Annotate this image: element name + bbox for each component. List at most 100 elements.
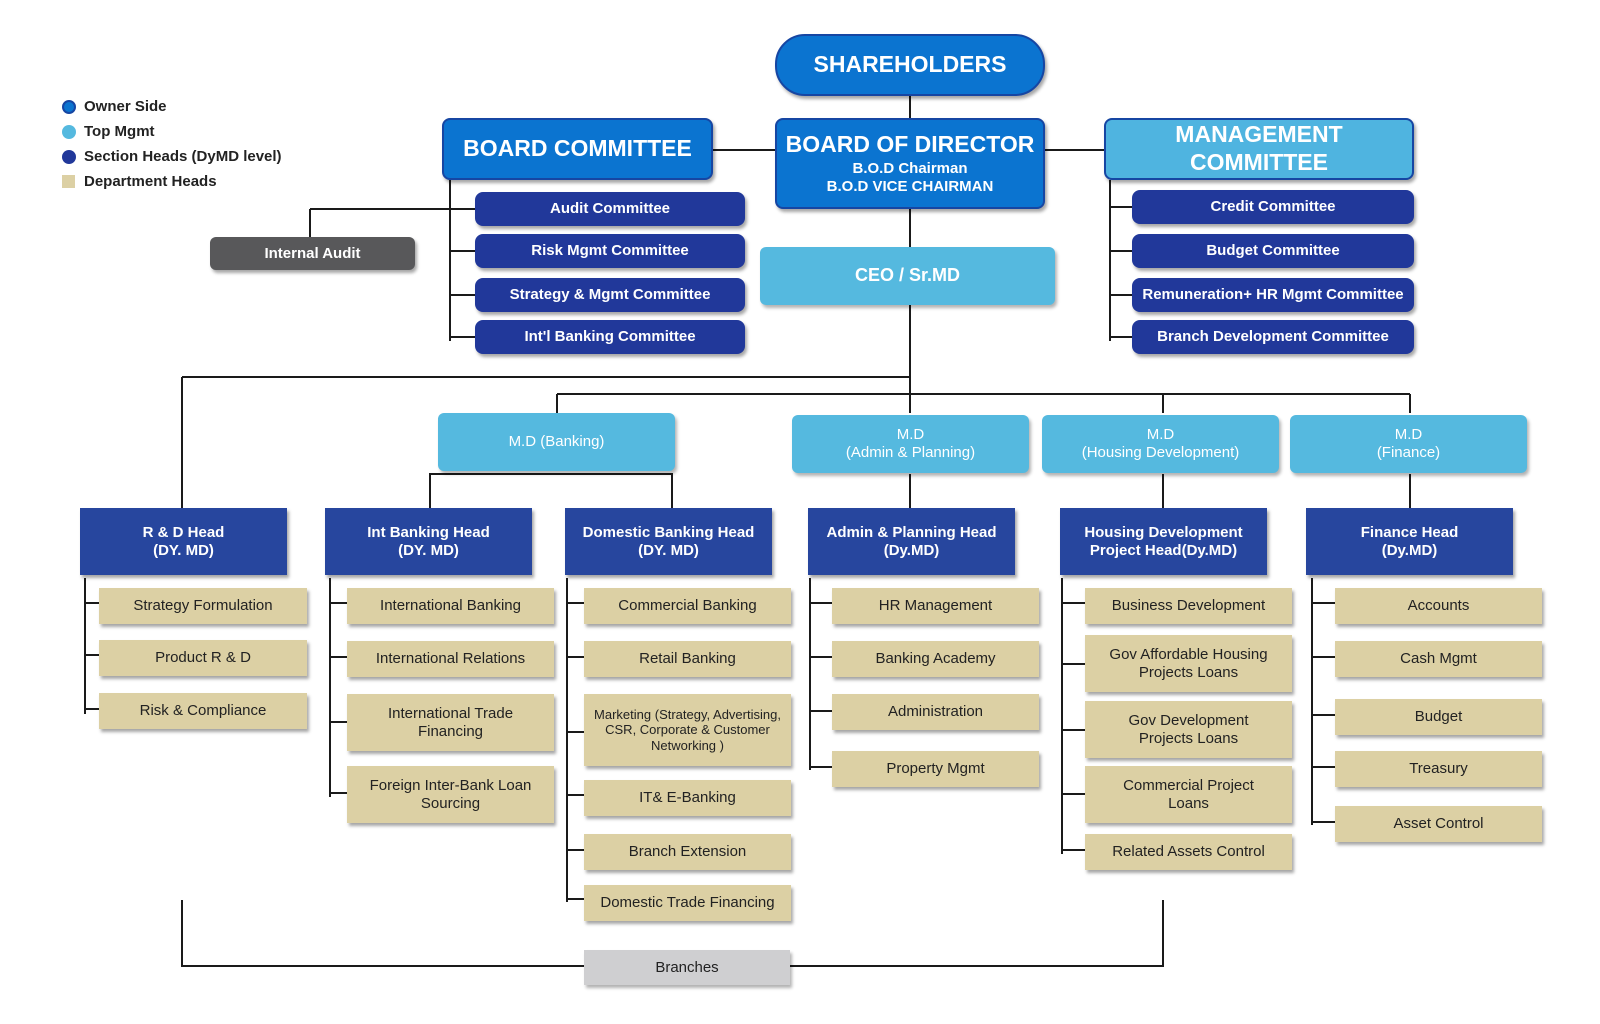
dept-product-rd: Product R & D bbox=[99, 640, 307, 676]
dept-strategy-formulation: Strategy Formulation bbox=[99, 588, 307, 624]
ceo-label: CEO / Sr.MD bbox=[854, 265, 961, 286]
dept-budget: Budget bbox=[1335, 699, 1542, 735]
dept-banking-academy: Banking Academy bbox=[832, 641, 1039, 677]
legend-item-owner-side: Owner Side bbox=[62, 94, 282, 119]
ceo-box: CEO / Sr.MD bbox=[760, 247, 1055, 305]
dept-cash-mgmt: Cash Mgmt bbox=[1335, 641, 1542, 677]
dept-label: Loans bbox=[1168, 794, 1209, 812]
dept-international-banking: International Banking bbox=[347, 588, 554, 624]
md-finance-box: M.D(Finance) bbox=[1290, 415, 1527, 473]
rd-head-box: R & D Head(DY. MD) bbox=[80, 508, 287, 575]
admin-head-label2: (Dy.MD) bbox=[883, 541, 940, 559]
dept-property-mgmt: Property Mgmt bbox=[832, 751, 1039, 787]
audit-committee-label: Audit Committee bbox=[550, 200, 670, 217]
legend: Owner Side Top Mgmt Section Heads (DyMD … bbox=[62, 94, 282, 194]
management-committee-box: MANAGEMENT COMMITTEE bbox=[1104, 118, 1414, 180]
department-heads-swatch-icon bbox=[62, 175, 75, 188]
dept-label: Property Mgmt bbox=[886, 760, 985, 777]
bod-vice-chairman: B.O.D VICE CHAIRMAN bbox=[826, 178, 994, 196]
risk-mgmt-committee-label: Risk Mgmt Committee bbox=[531, 242, 689, 259]
bod-chairman: B.O.D Chairman bbox=[852, 160, 968, 178]
intl-banking-committee-label: Int'l Banking Committee bbox=[524, 328, 696, 345]
domestic-head-label2: (DY. MD) bbox=[638, 541, 699, 559]
legend-label: Section Heads (DyMD level) bbox=[84, 148, 282, 165]
dept-label: Product R & D bbox=[155, 649, 251, 666]
shareholders-box: SHAREHOLDERS bbox=[775, 34, 1045, 96]
md-admin-label1: M.D bbox=[896, 426, 925, 443]
dept-label: Banking Academy bbox=[875, 650, 996, 667]
dept-label: Sourcing bbox=[420, 794, 481, 812]
dept-international-relations: International Relations bbox=[347, 641, 554, 677]
intl-head-box: Int Banking Head(DY. MD) bbox=[325, 508, 532, 575]
dept-retail-banking: Retail Banking bbox=[584, 641, 791, 677]
audit-committee-box: Audit Committee bbox=[475, 192, 745, 226]
rd-head-label1: R & D Head bbox=[142, 523, 225, 541]
dept-label: International Banking bbox=[380, 597, 521, 614]
branch-development-committee-label: Branch Development Committee bbox=[1157, 328, 1389, 345]
branches-box: Branches bbox=[584, 950, 790, 985]
dept-branch-extension: Branch Extension bbox=[584, 834, 791, 870]
intl-banking-committee-box: Int'l Banking Committee bbox=[475, 320, 745, 354]
dept-label: Gov Development bbox=[1128, 711, 1249, 729]
housing-head-label2: Project Head(Dy.MD) bbox=[1089, 541, 1238, 559]
legend-item-department-heads: Department Heads bbox=[62, 169, 282, 194]
md-housing-label2: (Housing Development) bbox=[1081, 444, 1240, 461]
legend-label: Top Mgmt bbox=[84, 123, 155, 140]
dept-label: Commercial Project bbox=[1123, 776, 1254, 794]
dept-label: Strategy Formulation bbox=[133, 597, 273, 614]
dept-business-development: Business Development bbox=[1085, 588, 1292, 624]
dept-label: Business Development bbox=[1111, 597, 1266, 614]
md-admin-box: M.D(Admin & Planning) bbox=[792, 415, 1029, 473]
dept-label: Treasury bbox=[1409, 760, 1468, 777]
legend-item-top-mgmt: Top Mgmt bbox=[62, 119, 282, 144]
dept-label: Commercial Banking bbox=[618, 597, 757, 614]
board-committee-title: BOARD COMMITTEE bbox=[463, 135, 692, 162]
dept-label: Retail Banking bbox=[639, 650, 736, 667]
dept-domestic-trade-financing: Domestic Trade Financing bbox=[584, 885, 791, 921]
dept-label: Marketing (Strategy, Advertising, bbox=[594, 706, 781, 722]
dept-label: IT& E-Banking bbox=[639, 789, 736, 806]
credit-committee-box: Credit Committee bbox=[1132, 190, 1414, 224]
intl-head-label1: Int Banking Head bbox=[367, 523, 490, 541]
intl-head-label2: (DY. MD) bbox=[398, 541, 459, 559]
dept-label: CSR, Corporate & Customer bbox=[605, 722, 770, 738]
dept-commercial-banking: Commercial Banking bbox=[584, 588, 791, 624]
housing-head-label1: Housing Development bbox=[1084, 523, 1243, 541]
remuneration-hr-committee-label: Remuneration+ HR Mgmt Committee bbox=[1142, 286, 1404, 303]
dept-label: International Relations bbox=[375, 650, 526, 667]
md-housing-label1: M.D bbox=[1146, 426, 1175, 443]
dept-accounts: Accounts bbox=[1335, 588, 1542, 624]
dept-label: Gov Affordable Housing bbox=[1109, 645, 1268, 663]
dept-label: International Trade bbox=[387, 704, 514, 722]
section-heads-swatch-icon bbox=[62, 149, 76, 164]
dept-label: Networking ) bbox=[651, 737, 724, 753]
admin-head-box: Admin & Planning Head(Dy.MD) bbox=[808, 508, 1015, 575]
dept-label: Related Assets Control bbox=[1112, 843, 1265, 860]
dept-label: Foreign Inter-Bank Loan bbox=[369, 776, 532, 794]
credit-committee-label: Credit Committee bbox=[1210, 198, 1336, 215]
strategy-mgmt-committee-box: Strategy & Mgmt Committee bbox=[475, 278, 745, 312]
remuneration-hr-committee-box: Remuneration+ HR Mgmt Committee bbox=[1132, 278, 1414, 312]
legend-label: Department Heads bbox=[84, 173, 217, 190]
dept-label: Branch Extension bbox=[628, 843, 747, 860]
budget-committee-label: Budget Committee bbox=[1206, 242, 1340, 259]
board-committee-box: BOARD COMMITTEE bbox=[442, 118, 713, 180]
legend-label: Owner Side bbox=[84, 98, 167, 115]
finance-head-label1: Finance Head bbox=[1360, 523, 1459, 541]
top-mgmt-swatch-icon bbox=[62, 124, 76, 139]
internal-audit-label: Internal Audit bbox=[264, 244, 361, 262]
finance-head-box: Finance Head(Dy.MD) bbox=[1306, 508, 1513, 575]
risk-mgmt-committee-box: Risk Mgmt Committee bbox=[475, 234, 745, 268]
board-of-director-box: BOARD OF DIRECTOR B.O.D Chairman B.O.D V… bbox=[775, 118, 1045, 209]
dept-related-assets-control: Related Assets Control bbox=[1085, 834, 1292, 870]
budget-committee-box: Budget Committee bbox=[1132, 234, 1414, 268]
internal-audit-box: Internal Audit bbox=[210, 237, 415, 270]
legend-item-section-heads: Section Heads (DyMD level) bbox=[62, 144, 282, 169]
board-of-director-title: BOARD OF DIRECTOR bbox=[785, 130, 1035, 157]
